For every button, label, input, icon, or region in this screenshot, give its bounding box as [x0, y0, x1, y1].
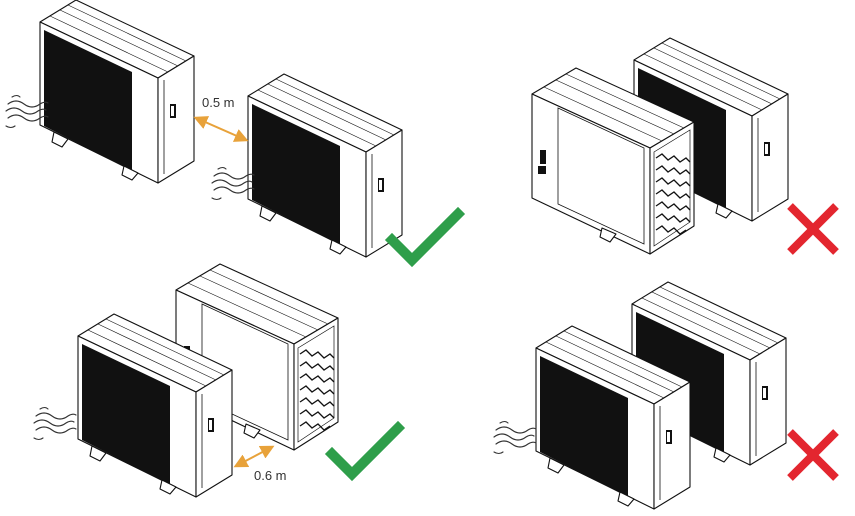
check-mark-icon: [332, 428, 398, 474]
distance-label: 0.6 m: [254, 468, 287, 483]
cross-mark-icon: [790, 432, 836, 478]
panel-bottom-left: 0.6 m: [33, 263, 398, 498]
dimension-arrow-icon: [233, 445, 275, 468]
panel-bottom-right: [493, 281, 836, 510]
distance-label: 0.5 m: [202, 95, 235, 110]
dimension-arrow-icon: [193, 116, 249, 142]
panel-top-left: 0.5 m: [5, 0, 458, 260]
panel-top-right: [531, 37, 836, 254]
cross-mark-icon: [790, 206, 836, 252]
airflow-icon: [33, 406, 77, 441]
airflow-icon: [493, 420, 537, 455]
outdoor-unit-rear: [39, 0, 195, 184]
outdoor-unit-front: [247, 73, 403, 258]
